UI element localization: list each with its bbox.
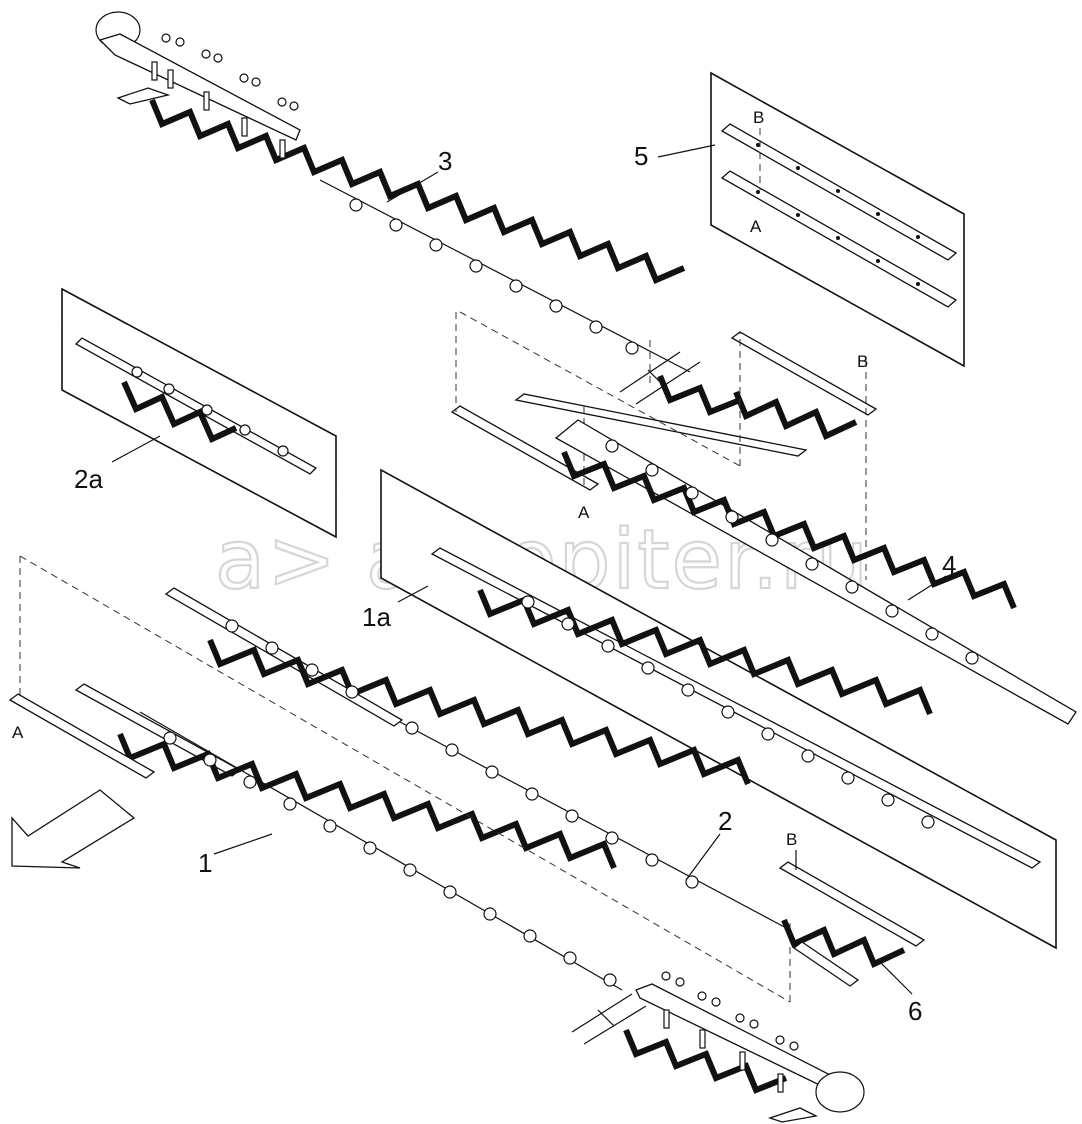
label-b-mid: B [857, 352, 868, 371]
leader-1a [397, 585, 429, 603]
label-part-1a: 1a [362, 602, 391, 632]
plate-a-left [8, 693, 156, 779]
part-5-frame [710, 71, 965, 368]
label-part-2a: 2a [74, 464, 103, 494]
direction-arrow [11, 789, 136, 869]
part-4-assembly [554, 419, 1077, 725]
label-part-6: 6 [908, 996, 922, 1026]
plate-holes [756, 143, 920, 286]
part-1a-assembly [430, 547, 1042, 869]
part-2a-teeth [121, 380, 238, 443]
leader-2a [111, 435, 161, 463]
label-b-bottom: B [786, 830, 797, 849]
break-symbol-bottom [571, 993, 647, 1045]
label-b-frame5: B [753, 108, 764, 127]
label-a-frame5: A [750, 217, 762, 236]
leader-2 [685, 833, 721, 881]
joint-section-bottom [778, 850, 926, 987]
bottom-end-assembly [623, 971, 865, 1123]
leader-4 [907, 575, 947, 601]
part-1a-frame [380, 468, 1057, 950]
leader-6 [879, 961, 913, 995]
label-part-1: 1 [198, 848, 212, 878]
part-3-assembly [95, 11, 691, 373]
leader-3 [386, 171, 439, 203]
leader-5 [657, 144, 716, 158]
bottom-guides [19, 555, 791, 1003]
label-part-2: 2 [718, 806, 732, 836]
part-1-assembly [74, 683, 623, 991]
label-part-4: 4 [942, 550, 956, 580]
part-2a-bolts [131, 366, 289, 457]
part-2-assembly [164, 587, 791, 931]
label-part-5: 5 [634, 141, 648, 171]
label-a-mid: A [578, 503, 590, 522]
label-part-3: 3 [438, 146, 452, 176]
label-a-left: A [12, 723, 24, 742]
joint-section-top [450, 331, 878, 491]
leader-1 [213, 833, 273, 855]
